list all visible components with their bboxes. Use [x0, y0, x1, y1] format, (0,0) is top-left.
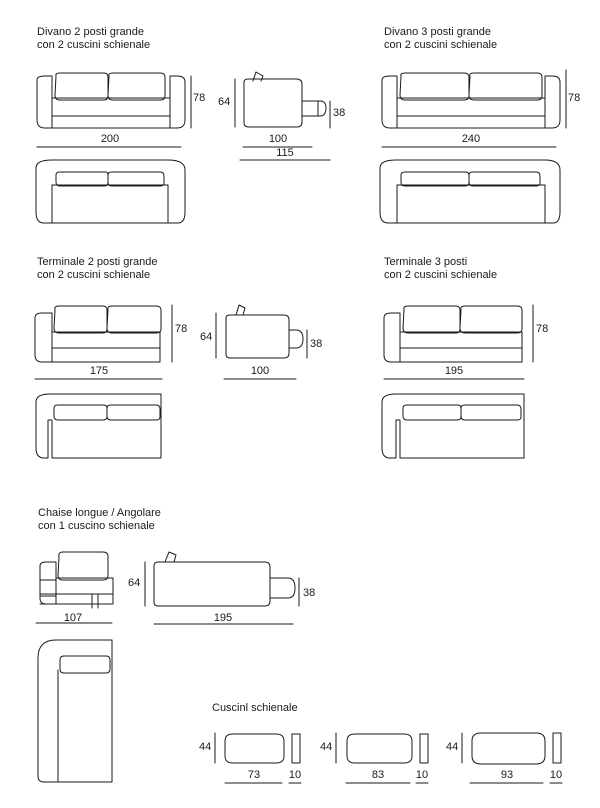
terminale2-height-label: 78: [175, 323, 188, 335]
divano2-side-height-label: 64: [218, 96, 231, 108]
terminale2-width-label: 175: [89, 365, 109, 377]
cuscini-title: Cuscinl schienale: [212, 702, 298, 714]
terminale2-front-view: [34, 304, 173, 380]
terminale3-plan-view: [381, 393, 525, 459]
divano2-width-label: 200: [100, 133, 120, 145]
divano2-height-label: 78: [193, 92, 206, 104]
chaise-side-height-label: 64: [128, 577, 141, 589]
cuscino-93-depth-label: 10: [549, 769, 563, 781]
divano3-front-view: [381, 69, 567, 148]
divano3-title-line1: Divano 3 posti grande: [384, 26, 492, 38]
divano3-width-label: 240: [461, 133, 481, 145]
divano3-plan-view: [379, 159, 561, 224]
divano2-side-view: [234, 71, 331, 161]
chaise-cushion-label: 38: [303, 587, 316, 599]
cuscino-83-height-label: 44: [320, 741, 333, 753]
cuscino-93-height-label: 44: [446, 741, 459, 753]
chaise-width-label: 107: [63, 612, 83, 624]
cuscino-83-width-label: 83: [371, 769, 385, 781]
divano2-side-total-label: 115: [276, 147, 294, 159]
divano3-title: Divano 3 posti grande con 2 cuscini schi…: [384, 26, 554, 52]
chaise-plan-view: [37, 639, 113, 783]
divano2-plan-view: [35, 159, 186, 224]
terminale3-width-label: 195: [444, 365, 464, 377]
chaise-side-depth-label: 195: [213, 612, 233, 624]
divano2-side-depth-label: 100: [268, 133, 288, 145]
chaise-side-view: [144, 551, 300, 625]
terminale3-title-line2: con 2 cuscini schienale: [384, 269, 498, 281]
terminale2-plan-view: [35, 393, 162, 459]
terminale3-height-label: 78: [536, 323, 549, 335]
terminale2-title: Terminale 2 posti grande con 2 cuscini s…: [37, 256, 207, 282]
cuscino-83: [335, 732, 429, 784]
chaise-front-view: [35, 551, 114, 624]
terminale3-title: Terminale 3 posti con 2 cuscini schienal…: [384, 256, 554, 282]
divano2-front-view: [36, 72, 192, 148]
divano2-title: Divano 2 posti grande con 2 cuscini schi…: [37, 26, 207, 52]
terminale2-cushion-label: 38: [310, 338, 323, 350]
chaise-title-line2: con 1 cuscino schienale: [38, 520, 155, 532]
cuscino-93-width-label: 93: [500, 769, 514, 781]
chaise-title-line1: Chaise longue / Angolare: [38, 507, 161, 519]
divano2-title-line1: Divano 2 posti grande: [37, 26, 145, 38]
terminale2-title-line2: con 2 cuscini schienale: [37, 269, 151, 281]
divano2-title-line2: con 2 cuscini schienale: [37, 39, 151, 51]
chaise-title: Chaise longue / Angolare con 1 cuscino s…: [38, 507, 208, 533]
terminale3-front-view: [383, 304, 534, 380]
cuscino-73: [214, 732, 302, 784]
divano3-title-line2: con 2 cuscini schienale: [384, 39, 498, 51]
terminale3-title-line1: Terminale 3 posti: [384, 256, 468, 268]
divano3-height-label: 78: [568, 92, 581, 104]
terminale2-title-line1: Terminale 2 posti grande: [37, 256, 158, 268]
terminale2-side-depth-label: 100: [250, 365, 270, 377]
cuscino-93: [461, 732, 563, 784]
cuscino-83-depth-label: 10: [415, 769, 429, 781]
divano2-cushion-label: 38: [333, 107, 346, 119]
cuscino-73-height-label: 44: [199, 741, 212, 753]
terminale2-side-view: [215, 304, 308, 380]
terminale2-side-height-label: 64: [200, 331, 213, 343]
cuscino-73-width-label: 73: [247, 769, 261, 781]
cuscino-73-depth-label: 10: [288, 769, 302, 781]
